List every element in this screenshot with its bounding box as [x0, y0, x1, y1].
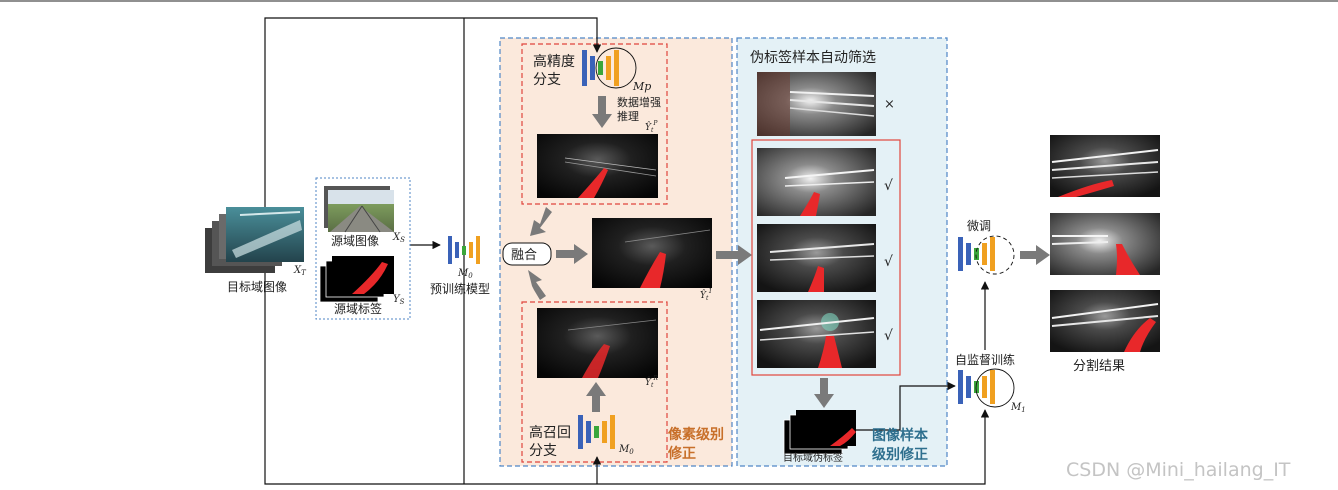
m0b-symbol: M0: [618, 444, 634, 456]
accept-mark-1: √: [884, 178, 893, 194]
reject-mark: ×: [884, 97, 895, 112]
self-train-label: 自监督训练: [955, 352, 1015, 367]
mp-symbol: Mp: [632, 80, 651, 93]
tunnel-image-icon: [537, 308, 658, 378]
tunnel-image-icon: [757, 72, 876, 136]
image-fix-label-1: 图像样本: [872, 427, 929, 444]
tunnel-image-icon: [757, 224, 876, 292]
high-precision-box: [521, 43, 668, 205]
xs-symbol: XS: [392, 232, 405, 244]
accept-mark-3: √: [884, 328, 893, 344]
source-images-label: 源域图像: [331, 234, 379, 248]
watermark: CSDN @Mini_hailang_IT: [1066, 459, 1291, 481]
pixel-fix-label-1: 像素级别: [668, 426, 724, 443]
network-icon: [958, 235, 1015, 275]
network-icon: [578, 415, 615, 449]
y1-symbol: Ŷt1: [700, 288, 712, 302]
tunnel-image-icon: [1050, 290, 1160, 352]
source-image-icon: [324, 186, 394, 233]
network-icon: [448, 236, 480, 264]
accept-mark-2: √: [884, 254, 893, 270]
source-labels-label: 源域标签: [334, 301, 382, 316]
fusion-node: [502, 242, 552, 266]
pseudo-labels-label: 目标域伪标签: [783, 451, 843, 464]
ys-symbol: YS: [393, 294, 405, 306]
tunnel-image-icon: [537, 134, 658, 198]
gray-arrows: [528, 96, 1050, 412]
source-label-icon: [319, 256, 394, 303]
hp-branch-label-2: 分支: [533, 72, 561, 88]
tunnel-image-icon: [1050, 213, 1160, 275]
image-fix-label-2: 级别修正: [872, 446, 928, 463]
yp-symbol: ŶtP: [645, 120, 658, 134]
tunnel-image-icon: [592, 218, 712, 288]
m0-symbol: M0: [457, 268, 473, 280]
augment-label-2: 推理: [617, 109, 639, 123]
target-image-stack-icon: [205, 207, 304, 273]
seg-result-label: 分割结果: [1073, 358, 1125, 374]
hr-branch-label-1: 高召回: [529, 424, 571, 441]
hr-branch-label-2: 分支: [529, 443, 557, 459]
xt-symbol: XT: [293, 265, 307, 277]
network-icon: [582, 47, 637, 89]
segmentation-mask-icon: [783, 410, 856, 455]
flow-lines: [264, 17, 990, 485]
source-domain-box: [315, 177, 411, 320]
finetune-label: 微调: [967, 219, 991, 233]
hp-branch-label-1: 高精度: [533, 53, 575, 70]
yr-symbol: ŶtR: [645, 375, 658, 389]
pretrained-model-label: 预训练模型: [430, 281, 490, 296]
tunnel-image-icon: [757, 148, 876, 216]
target-images-label: 目标域图像: [227, 280, 287, 294]
tunnel-image-icon: [757, 300, 876, 368]
network-icon: [958, 368, 1015, 408]
tunnel-image-icon: [1050, 135, 1160, 197]
pixel-fix-label-2: 修正: [667, 445, 696, 462]
augment-label-1: 数据增强: [617, 95, 661, 109]
auto-filter-title: 伪标签样本自动筛选: [750, 49, 876, 66]
m1-symbol: M1: [1010, 402, 1026, 414]
fusion-label: 融合: [511, 248, 537, 263]
selected-samples-box: [751, 139, 901, 376]
